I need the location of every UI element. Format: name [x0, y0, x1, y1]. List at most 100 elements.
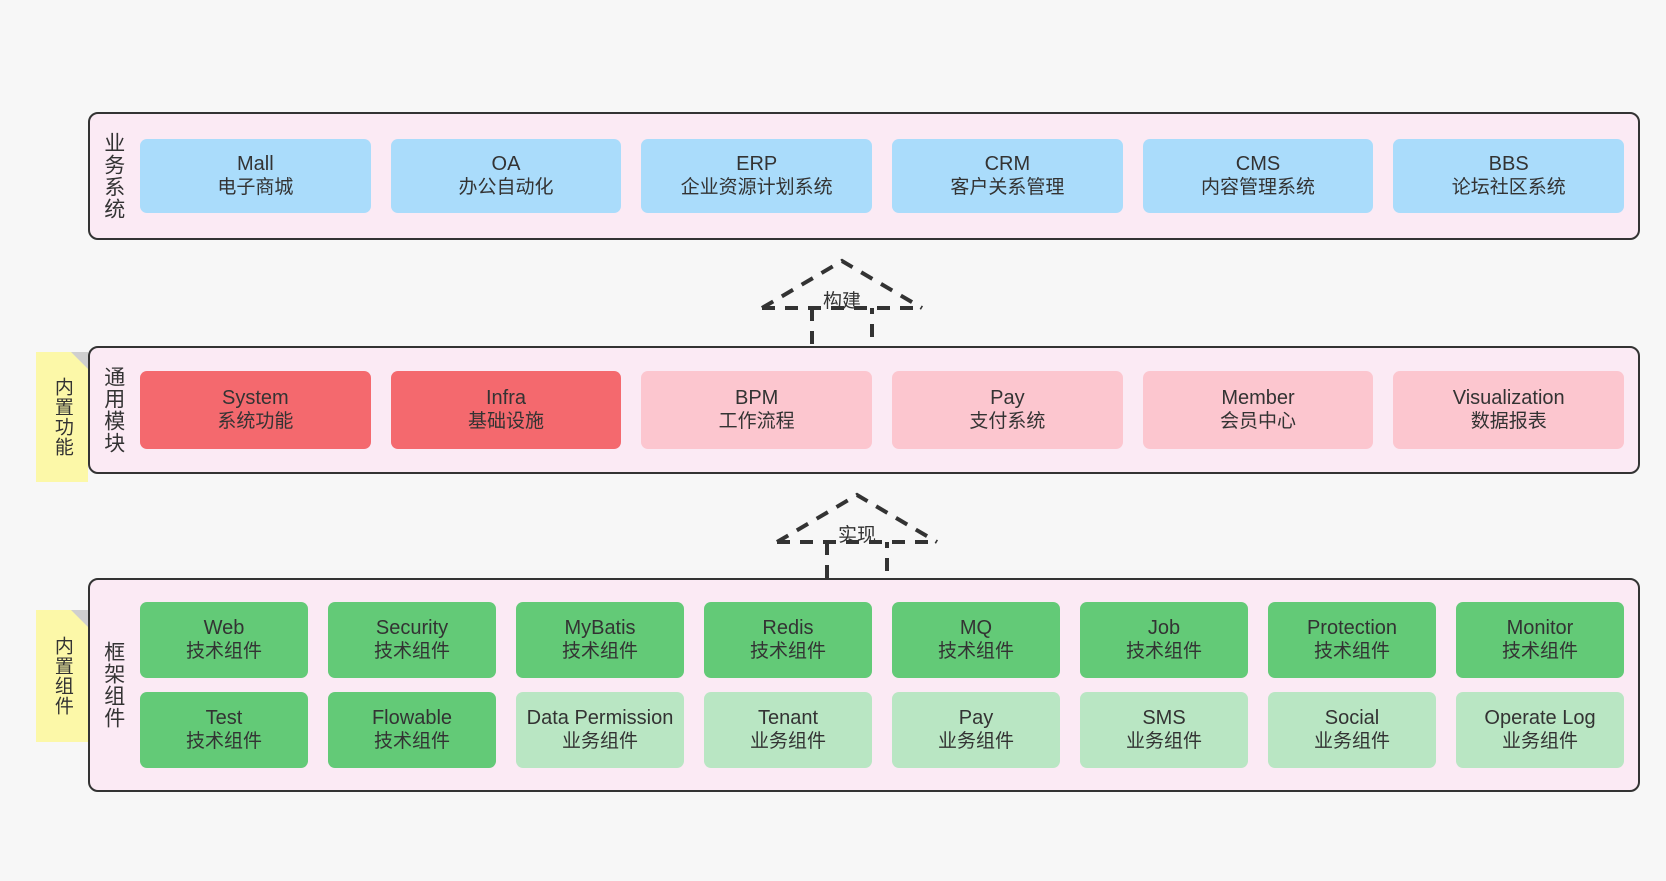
card-title: Member [1221, 386, 1295, 409]
layer-body-business: Mall 电子商城 OA 办公自动化 ERP 企业资源计划系统 CRM 客户关系… [136, 114, 1638, 238]
card-title: OA [491, 152, 521, 175]
card-subtitle: 技术组件 [937, 641, 1014, 663]
card-row: Mall 电子商城 OA 办公自动化 ERP 企业资源计划系统 CRM 客户关系… [140, 139, 1625, 213]
card-title: Job [1147, 616, 1181, 639]
card-data-permission[interactable]: Data Permission 业务组件 [516, 692, 684, 768]
card-title: Data Permission [526, 706, 674, 729]
card-subtitle: 技术组件 [373, 641, 450, 663]
card-subtitle: 技术组件 [749, 641, 826, 663]
card-oa[interactable]: OA 办公自动化 [390, 139, 622, 213]
card-title: CMS [1235, 152, 1281, 175]
note-label: 内置组件 [51, 636, 73, 716]
card-subtitle: 技术组件 [185, 641, 262, 663]
card-subtitle: 业务组件 [1313, 731, 1390, 753]
card-mall[interactable]: Mall 电子商城 [140, 139, 371, 213]
card-mq[interactable]: MQ 技术组件 [892, 602, 1060, 678]
layer-title-common: 通用模块 [101, 366, 125, 454]
card-subtitle: 技术组件 [185, 731, 262, 753]
layer-framework-components: 框架组件 Web 技术组件 Security 技术组件 MyBatis 技术组件… [88, 578, 1640, 792]
card-security[interactable]: Security 技术组件 [328, 602, 496, 678]
card-test[interactable]: Test 技术组件 [140, 692, 308, 768]
card-row: Test 技术组件 Flowable 技术组件 Data Permission … [140, 692, 1624, 768]
card-redis[interactable]: Redis 技术组件 [704, 602, 872, 678]
card-title: Monitor [1506, 616, 1574, 639]
card-subtitle: 工作流程 [718, 411, 795, 433]
card-subtitle: 业务组件 [749, 731, 826, 753]
card-cms[interactable]: CMS 内容管理系统 [1142, 139, 1374, 213]
layer-title-framework: 框架组件 [101, 641, 125, 729]
card-subtitle: 业务组件 [1501, 731, 1578, 753]
card-infra[interactable]: Infra 基础设施 [390, 371, 622, 449]
connector-label-build: 构建 [822, 291, 862, 312]
card-erp[interactable]: ERP 企业资源计划系统 [641, 139, 873, 213]
card-subtitle: 电子商城 [217, 177, 294, 199]
card-subtitle: 论坛社区系统 [1451, 177, 1566, 199]
card-title: Web [203, 616, 245, 639]
card-subtitle: 会员中心 [1220, 411, 1297, 433]
card-title: Tenant [757, 706, 819, 729]
card-web[interactable]: Web 技术组件 [140, 602, 308, 678]
card-title: Operate Log [1484, 706, 1596, 729]
card-title: Redis [762, 616, 814, 639]
card-title: BPM [735, 386, 779, 409]
card-crm[interactable]: CRM 客户关系管理 [892, 139, 1123, 213]
card-title: ERP [736, 152, 778, 175]
card-subtitle: 企业资源计划系统 [680, 177, 833, 199]
card-title: BBS [1488, 152, 1529, 175]
card-mybatis[interactable]: MyBatis 技术组件 [516, 602, 684, 678]
card-flowable[interactable]: Flowable 技术组件 [328, 692, 496, 768]
card-row: Web 技术组件 Security 技术组件 MyBatis 技术组件 Redi… [140, 602, 1624, 678]
card-title: Visualization [1452, 386, 1565, 409]
card-title: SMS [1142, 706, 1186, 729]
card-title: Security [375, 616, 449, 639]
card-pay-business[interactable]: Pay 业务组件 [892, 692, 1060, 768]
card-system[interactable]: System 系统功能 [140, 371, 371, 449]
layer-body-common: System 系统功能 Infra 基础设施 BPM 工作流程 Pay 支付系统… [136, 348, 1638, 472]
layer-title-business: 业务系统 [101, 132, 125, 220]
card-title: Pay [958, 706, 994, 729]
card-subtitle: 办公自动化 [458, 177, 554, 199]
card-sms[interactable]: SMS 业务组件 [1080, 692, 1248, 768]
layer-business-systems: 业务系统 Mall 电子商城 OA 办公自动化 ERP 企业资源计划系统 CRM… [88, 112, 1640, 240]
layer-body-framework: Web 技术组件 Security 技术组件 MyBatis 技术组件 Redi… [136, 580, 1638, 790]
card-title: MyBatis [564, 616, 636, 639]
card-title: MQ [959, 616, 993, 639]
card-subtitle: 业务组件 [1125, 731, 1202, 753]
card-pay[interactable]: Pay 支付系统 [892, 371, 1123, 449]
note-label: 内置功能 [51, 377, 73, 457]
card-title: Infra [485, 386, 527, 409]
card-monitor[interactable]: Monitor 技术组件 [1456, 602, 1624, 678]
card-title: System [221, 386, 289, 409]
card-subtitle: 业务组件 [561, 731, 638, 753]
card-row: System 系统功能 Infra 基础设施 BPM 工作流程 Pay 支付系统… [140, 371, 1625, 449]
card-title: Mall [237, 152, 274, 175]
connector-label-implement: 实现 [837, 525, 877, 546]
card-tenant[interactable]: Tenant 业务组件 [704, 692, 872, 768]
card-subtitle: 技术组件 [373, 731, 450, 753]
card-visualization[interactable]: Visualization 数据报表 [1393, 371, 1625, 449]
card-subtitle: 技术组件 [1501, 641, 1578, 663]
card-social[interactable]: Social 业务组件 [1268, 692, 1436, 768]
note-builtin-component: 内置组件 [36, 610, 88, 742]
card-title: CRM [984, 152, 1031, 175]
card-title: Test [205, 706, 243, 729]
card-operate-log[interactable]: Operate Log 业务组件 [1456, 692, 1624, 768]
note-builtin-function: 内置功能 [36, 352, 88, 482]
card-subtitle: 系统功能 [217, 411, 294, 433]
card-subtitle: 基础设施 [468, 411, 545, 433]
card-title: Pay [990, 386, 1025, 409]
card-protection[interactable]: Protection 技术组件 [1268, 602, 1436, 678]
card-subtitle: 技术组件 [561, 641, 638, 663]
card-bbs[interactable]: BBS 论坛社区系统 [1393, 139, 1625, 213]
card-subtitle: 内容管理系统 [1201, 177, 1316, 199]
card-member[interactable]: Member 会员中心 [1142, 371, 1374, 449]
card-bpm[interactable]: BPM 工作流程 [641, 371, 873, 449]
card-subtitle: 数据报表 [1470, 411, 1547, 433]
layer-common-modules: 通用模块 System 系统功能 Infra 基础设施 BPM 工作流程 Pay… [88, 346, 1640, 474]
card-job[interactable]: Job 技术组件 [1080, 602, 1248, 678]
card-title: Flowable [371, 706, 453, 729]
card-subtitle: 业务组件 [937, 731, 1014, 753]
card-subtitle: 支付系统 [969, 411, 1046, 433]
card-title: Protection [1306, 616, 1398, 639]
